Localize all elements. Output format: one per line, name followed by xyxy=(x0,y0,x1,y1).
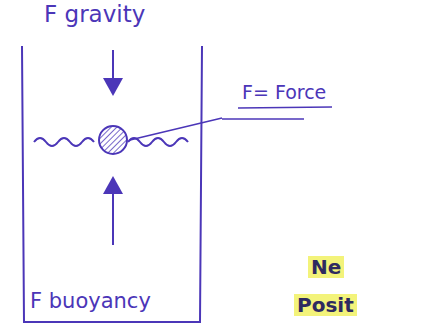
container-outline xyxy=(22,46,202,322)
floating-ball xyxy=(99,126,127,154)
gravity-arrowhead xyxy=(103,78,123,96)
definition-label: F= Force xyxy=(242,82,326,103)
force-label: F buoyancy xyxy=(30,290,151,313)
gravity-arrow xyxy=(112,50,114,82)
force-label: F gravity xyxy=(44,2,145,27)
underline xyxy=(238,107,332,108)
highlighted-note: Ne xyxy=(308,256,344,278)
underline xyxy=(222,118,304,120)
highlighted-note: Posit xyxy=(294,294,357,316)
buoyancy-arrow xyxy=(112,190,114,245)
buoyancy-arrowhead xyxy=(103,176,123,194)
leader-line xyxy=(130,118,222,140)
